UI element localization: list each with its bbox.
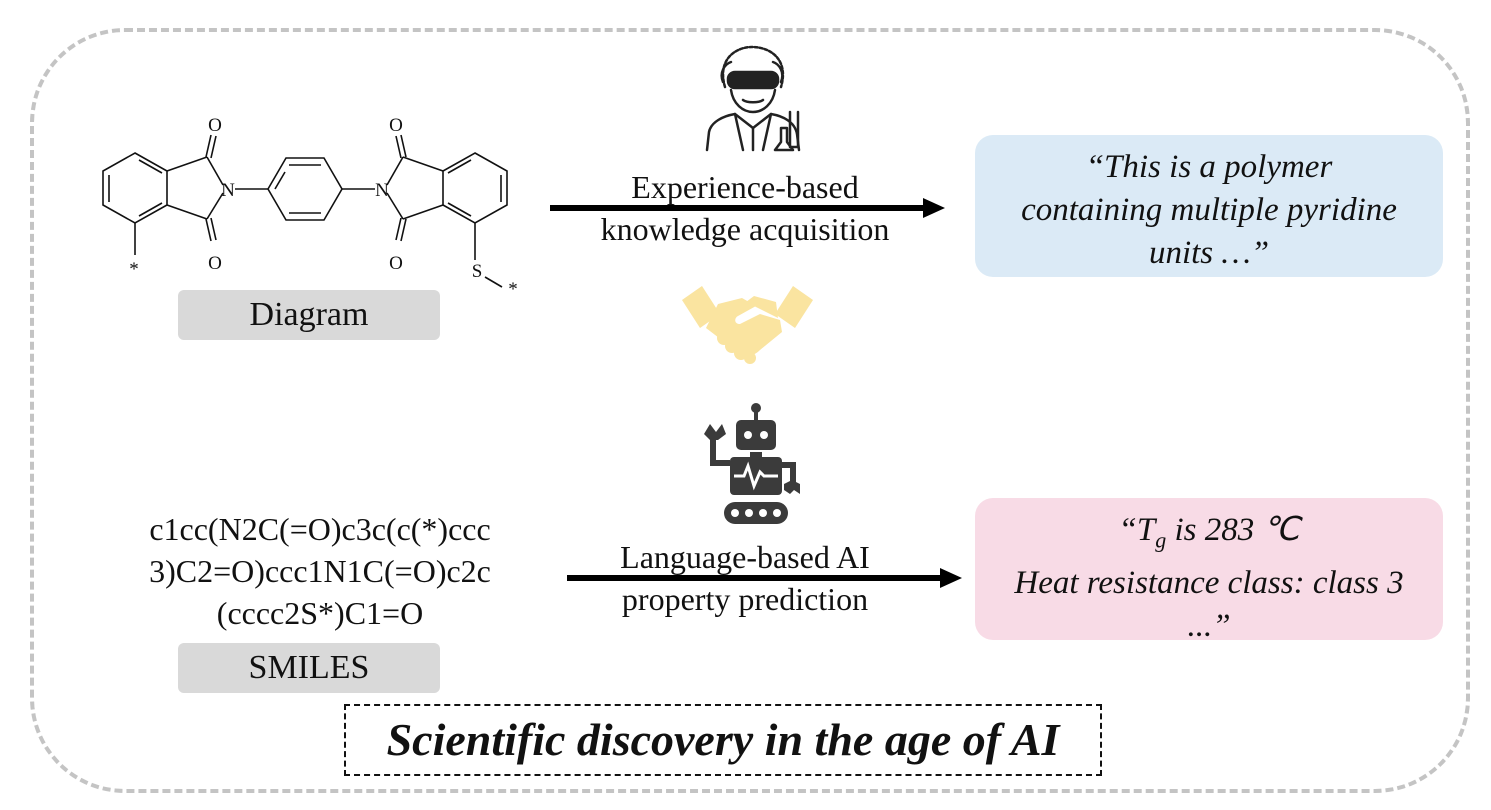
tg-prefix: “T <box>1118 512 1156 548</box>
atom-o-top-left: O <box>208 115 222 136</box>
tg-subscript: g <box>1155 527 1167 553</box>
experience-label-line-1: Experience-based <box>631 169 859 205</box>
atom-o-bottom-right: O <box>389 253 403 274</box>
experience-label-line-2: knowledge acquisition <box>600 211 890 247</box>
ai-label-line-1: Language-based AI <box>620 539 870 575</box>
ai-label: Language-based AI property prediction <box>580 536 910 620</box>
atom-n-right: N <box>375 180 389 201</box>
figure-title: Scientific discovery in the age of AI <box>344 704 1102 776</box>
atom-star-right: * <box>508 279 518 300</box>
ai-arrow <box>567 568 962 588</box>
human-bubble-line-1: “This is a polymer <box>1085 149 1333 185</box>
robot-icon <box>704 403 800 524</box>
smiles-line-3: (cccc2S*)C1=O <box>216 595 424 631</box>
diagram-caption: Diagram <box>178 290 440 340</box>
smiles-line-2: 3)C2=O)ccc1N1C(=O)c2c <box>149 553 491 589</box>
ai-prediction-bubble: “Tg is 283 ℃ Heat resistance class: clas… <box>975 498 1443 644</box>
atom-star-left: * <box>129 259 139 280</box>
scientist-icon <box>705 45 801 152</box>
dashed-frame <box>30 28 1470 793</box>
atom-o-bottom-left: O <box>208 253 222 274</box>
atom-o-top-right: O <box>389 115 403 136</box>
ai-label-line-2: property prediction <box>621 581 869 617</box>
human-bubble-line-2: containing multiple pyridine <box>1021 192 1397 228</box>
atom-s: S <box>472 261 483 282</box>
smiles-caption: SMILES <box>178 643 440 693</box>
experience-label: Experience-based knowledge acquisition <box>560 166 930 250</box>
tg-value: is 283 ℃ <box>1166 512 1300 548</box>
ai-bubble-line-3: ...” <box>1187 607 1231 644</box>
human-knowledge-bubble: “This is a polymer containing multiple p… <box>975 135 1443 277</box>
experience-arrow <box>550 198 945 218</box>
ai-bubble-line-1: “Tg is 283 ℃ <box>975 509 1443 562</box>
molecule-structure: O O N * N O O S * <box>102 115 518 300</box>
handshake-icon <box>682 286 813 364</box>
smiles-line-1: c1cc(N2C(=O)c3c(c(*)ccc <box>149 511 491 547</box>
human-bubble-line-3: units …” <box>1148 235 1270 271</box>
smiles-string: c1cc(N2C(=O)c3c(c(*)ccc 3)C2=O)ccc1N1C(=… <box>110 508 530 634</box>
ai-bubble-line-2: Heat resistance class: class 3 <box>1014 564 1404 601</box>
atom-n-left: N <box>221 180 235 201</box>
